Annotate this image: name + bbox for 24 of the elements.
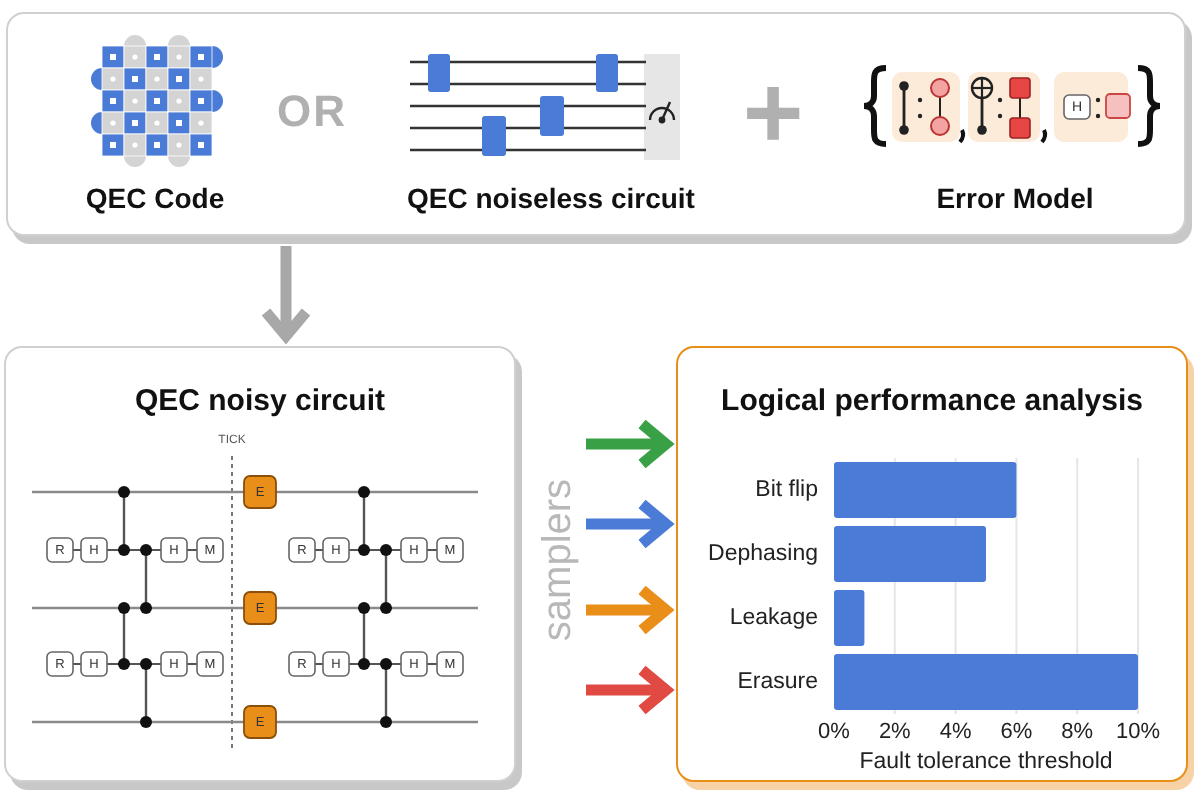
tick-label: 2% — [877, 719, 910, 743]
tick-label: 10% — [1114, 719, 1160, 743]
arrow — [586, 664, 672, 716]
panel-title: QEC noisy circuit — [134, 382, 386, 420]
tick-label: 0% — [817, 719, 849, 743]
tick-label: 6% — [999, 719, 1032, 743]
node-label: QEC noiseless circuit — [407, 179, 695, 215]
category-label: Dephasing — [707, 541, 817, 565]
node-label: Error Model — [936, 179, 1094, 215]
arrow — [260, 246, 312, 342]
panel-title: Logical performance analysis — [721, 382, 1143, 420]
node-label: QEC Code — [85, 179, 225, 215]
tick-label: 8% — [1060, 719, 1093, 743]
axis-title: Fault tolerance threshold — [858, 749, 1112, 773]
category-label: Erasure — [736, 669, 817, 693]
operator-label: OR — [277, 90, 347, 134]
arrow — [586, 498, 672, 550]
arrow — [586, 584, 672, 636]
operator-label: + — [742, 62, 806, 166]
side-label: samplers — [538, 478, 578, 642]
category-label: Bit flip — [754, 477, 817, 501]
category-label: Leakage — [728, 605, 817, 629]
tick-label: 4% — [938, 719, 971, 743]
arrow — [586, 418, 672, 470]
